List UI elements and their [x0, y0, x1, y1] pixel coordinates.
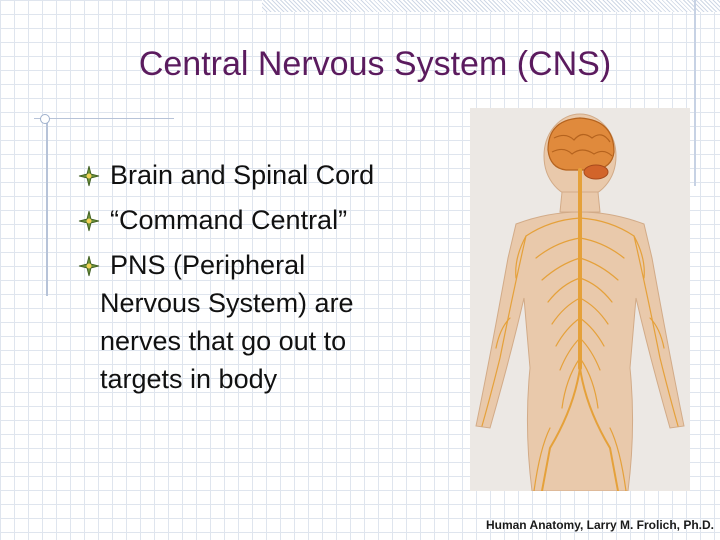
bullet-list: Brain and Spinal Cord “Command Central” …: [78, 156, 458, 405]
bullet-text-continuation: targets in body: [100, 364, 278, 394]
bullet-text-continuation: nerves that go out to: [100, 326, 347, 356]
bullet-text: PNS (Peripheral: [110, 250, 306, 280]
decorative-left-rule: [46, 118, 48, 296]
slide-title: Central Nervous System (CNS): [138, 45, 612, 83]
bullet-text-continuation: Nervous System) are: [100, 288, 354, 318]
nervous-system-svg: [470, 108, 690, 491]
decorative-horizontal-rule: [34, 118, 174, 119]
bullet-text: “Command Central”: [110, 205, 348, 235]
decorative-right-rule: [694, 0, 696, 186]
nervous-system-illustration: [470, 108, 690, 491]
diamond-flower-bullet-icon: [78, 210, 100, 232]
diamond-flower-bullet-icon: [78, 255, 100, 277]
decorative-top-band: [262, 0, 720, 12]
bullet-item-2: “Command Central”: [78, 201, 458, 239]
bullet-text: Brain and Spinal Cord: [110, 160, 375, 190]
bullet-item-1: Brain and Spinal Cord: [78, 156, 458, 194]
bullet-item-3: PNS (Peripheral Nervous System) are nerv…: [78, 246, 458, 398]
decorative-circle: [40, 114, 50, 124]
diamond-flower-bullet-icon: [78, 165, 100, 187]
credit-text: Human Anatomy, Larry M. Frolich, Ph.D.: [485, 518, 714, 532]
